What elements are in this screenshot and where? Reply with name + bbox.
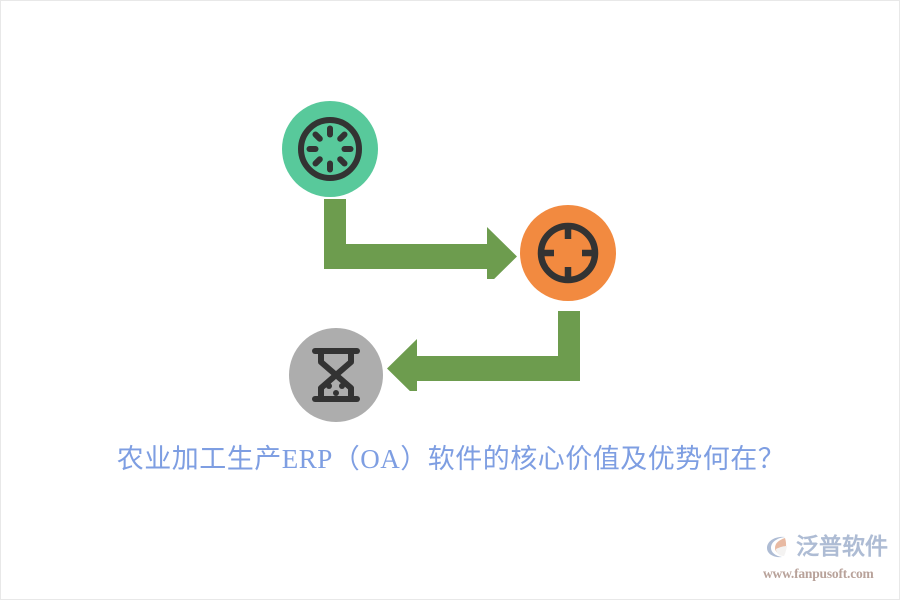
watermark-logo-row: 泛普软件 xyxy=(763,529,891,565)
target-crosshair-icon xyxy=(532,217,604,289)
watermark: 泛普软件 www.fanpusoft.com xyxy=(763,529,891,587)
watermark-brand-text: 泛普软件 xyxy=(796,534,888,560)
watermark-url-text: www.fanpusoft.com xyxy=(763,566,874,581)
spinner-icon xyxy=(294,113,366,185)
node-spinner xyxy=(282,101,378,197)
page-title: 农业加工生产ERP（OA）软件的核心价值及优势何在？ xyxy=(116,444,786,474)
node-hourglass xyxy=(289,328,383,422)
fanpu-logo-icon xyxy=(763,532,793,562)
elbow-arrow-left-icon xyxy=(385,311,585,398)
hourglass-icon xyxy=(302,341,370,409)
elbow-arrow-right-icon xyxy=(319,199,519,286)
node-target xyxy=(520,205,616,301)
